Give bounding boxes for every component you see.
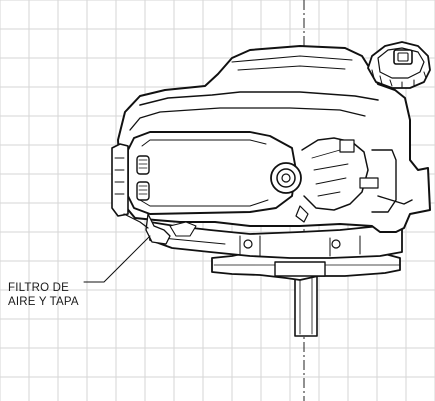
callout-label-line-1: FILTRO DE bbox=[8, 282, 70, 294]
crankcase bbox=[149, 221, 403, 259]
crankshaft bbox=[294, 271, 318, 337]
callout-leader-line bbox=[83, 235, 151, 283]
air-filter-housing bbox=[127, 131, 297, 215]
choke-knob bbox=[270, 162, 302, 194]
engine-illustration bbox=[83, 41, 431, 337]
fuel-cap bbox=[367, 41, 431, 89]
callout-label-line-2: AIRE Y TAPA bbox=[8, 296, 79, 308]
